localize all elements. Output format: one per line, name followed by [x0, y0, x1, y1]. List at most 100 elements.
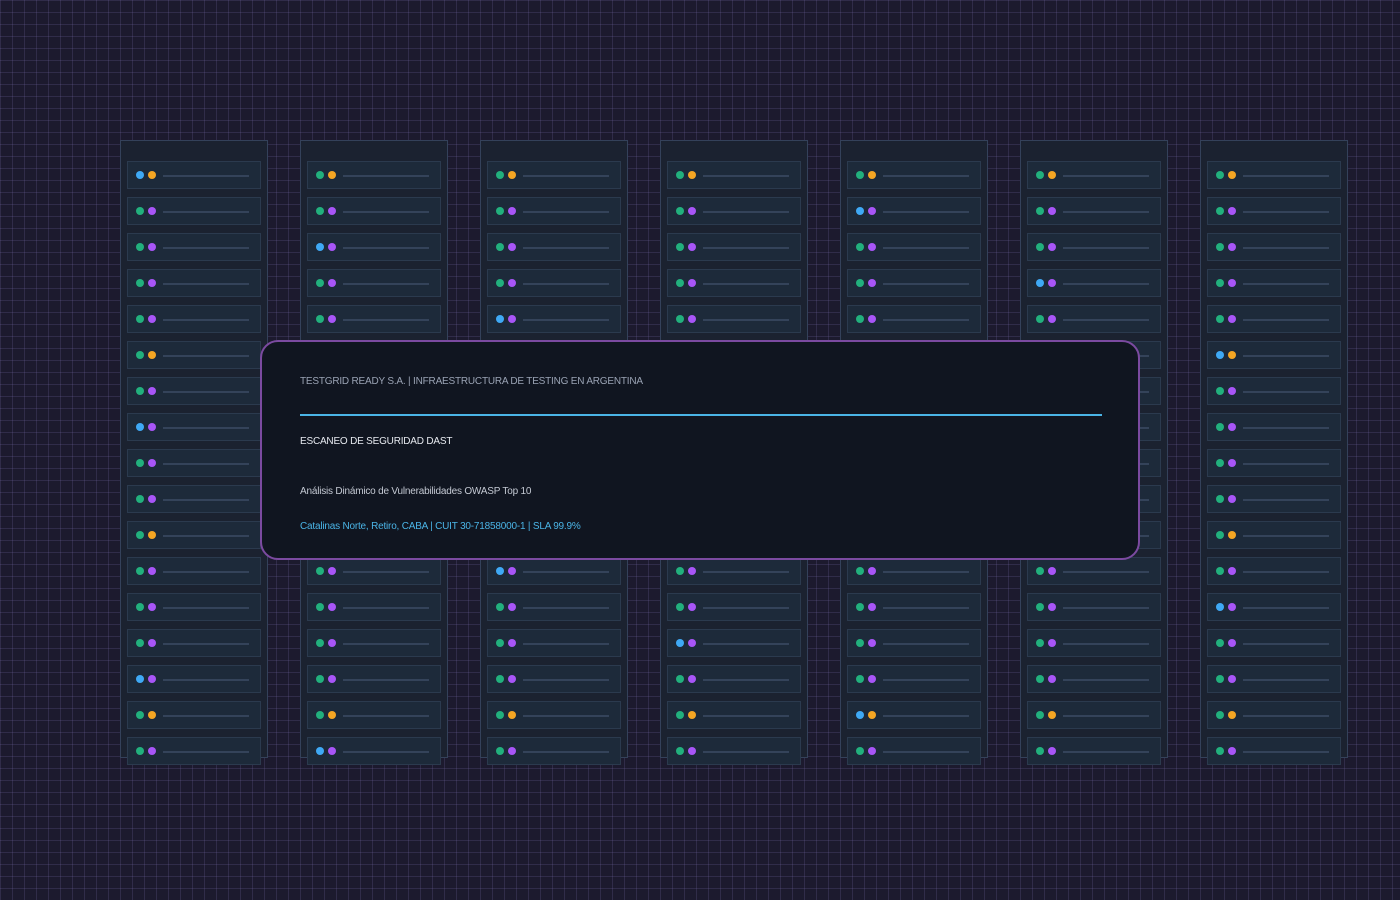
status-led-icon [508, 747, 516, 755]
status-led-icon [148, 531, 156, 539]
unit-slot-line [523, 751, 609, 753]
status-led-icon [508, 639, 516, 647]
unit-slot-line [1243, 679, 1329, 681]
status-led-icon [1216, 567, 1224, 575]
company-details: Catalinas Norte, Retiro, CABA | CUIT 30-… [300, 521, 581, 532]
status-led-icon [868, 243, 876, 251]
status-led-icon [328, 207, 336, 215]
unit-slot-line [1063, 571, 1149, 573]
status-led-icon [688, 243, 696, 251]
rack-unit [127, 485, 261, 513]
unit-slot-line [163, 643, 249, 645]
unit-slot-line [883, 643, 969, 645]
status-led-icon [1036, 279, 1044, 287]
status-led-icon [688, 279, 696, 287]
status-led-icon [316, 567, 324, 575]
rack-unit [127, 377, 261, 405]
unit-slot-line [703, 283, 789, 285]
unit-slot-line [343, 715, 429, 717]
status-led-icon [1228, 207, 1236, 215]
status-led-icon [496, 567, 504, 575]
status-led-icon [688, 603, 696, 611]
unit-slot-line [343, 283, 429, 285]
status-led-icon [496, 171, 504, 179]
unit-slot-line [1063, 751, 1149, 753]
unit-slot-line [1243, 391, 1329, 393]
status-led-icon [328, 315, 336, 323]
unit-slot-line [1063, 175, 1149, 177]
status-led-icon [688, 315, 696, 323]
unit-slot-line [343, 175, 429, 177]
unit-slot-line [343, 247, 429, 249]
rack-unit [847, 701, 981, 729]
status-led-icon [676, 711, 684, 719]
rack-unit [127, 197, 261, 225]
rack-unit [847, 737, 981, 765]
status-led-icon [496, 279, 504, 287]
rack-unit [667, 557, 801, 585]
rack-unit [1207, 737, 1341, 765]
unit-slot-line [163, 175, 249, 177]
status-led-icon [856, 243, 864, 251]
status-led-icon [1048, 603, 1056, 611]
unit-slot-line [883, 571, 969, 573]
status-led-icon [1228, 711, 1236, 719]
status-led-icon [316, 315, 324, 323]
status-led-icon [136, 171, 144, 179]
status-led-icon [1216, 315, 1224, 323]
status-led-icon [688, 747, 696, 755]
unit-slot-line [163, 715, 249, 717]
status-led-icon [1216, 243, 1224, 251]
status-led-icon [1048, 639, 1056, 647]
unit-slot-line [1243, 751, 1329, 753]
rack-unit [1207, 233, 1341, 261]
status-led-icon [508, 675, 516, 683]
status-led-icon [328, 747, 336, 755]
status-led-icon [148, 675, 156, 683]
service-description: Análisis Dinámico de Vulnerabilidades OW… [300, 486, 532, 497]
unit-slot-line [1243, 283, 1329, 285]
status-led-icon [868, 315, 876, 323]
rack-unit [127, 593, 261, 621]
unit-slot-line [163, 607, 249, 609]
status-led-icon [676, 747, 684, 755]
status-led-icon [1228, 639, 1236, 647]
unit-slot-line [1063, 247, 1149, 249]
status-led-icon [1216, 639, 1224, 647]
unit-slot-line [883, 679, 969, 681]
status-led-icon [148, 207, 156, 215]
unit-slot-line [883, 607, 969, 609]
status-led-icon [508, 603, 516, 611]
unit-slot-line [163, 211, 249, 213]
unit-slot-line [523, 247, 609, 249]
unit-slot-line [703, 175, 789, 177]
unit-slot-line [1243, 247, 1329, 249]
status-led-icon [1228, 171, 1236, 179]
status-led-icon [136, 567, 144, 575]
rack-unit [847, 197, 981, 225]
rack-unit [307, 233, 441, 261]
status-led-icon [1048, 711, 1056, 719]
status-led-icon [148, 747, 156, 755]
rack-unit [127, 557, 261, 585]
unit-slot-line [1243, 535, 1329, 537]
status-led-icon [148, 711, 156, 719]
status-led-icon [868, 603, 876, 611]
status-led-icon [868, 747, 876, 755]
unit-slot-line [1063, 643, 1149, 645]
unit-slot-line [343, 643, 429, 645]
status-led-icon [1036, 711, 1044, 719]
status-led-icon [1216, 459, 1224, 467]
status-led-icon [676, 207, 684, 215]
status-led-icon [316, 639, 324, 647]
rack-unit [1027, 197, 1161, 225]
rack-unit [667, 269, 801, 297]
unit-slot-line [163, 499, 249, 501]
status-led-icon [856, 711, 864, 719]
status-led-icon [496, 711, 504, 719]
status-led-icon [676, 603, 684, 611]
unit-slot-line [343, 211, 429, 213]
status-led-icon [1216, 675, 1224, 683]
status-led-icon [148, 351, 156, 359]
unit-slot-line [523, 643, 609, 645]
